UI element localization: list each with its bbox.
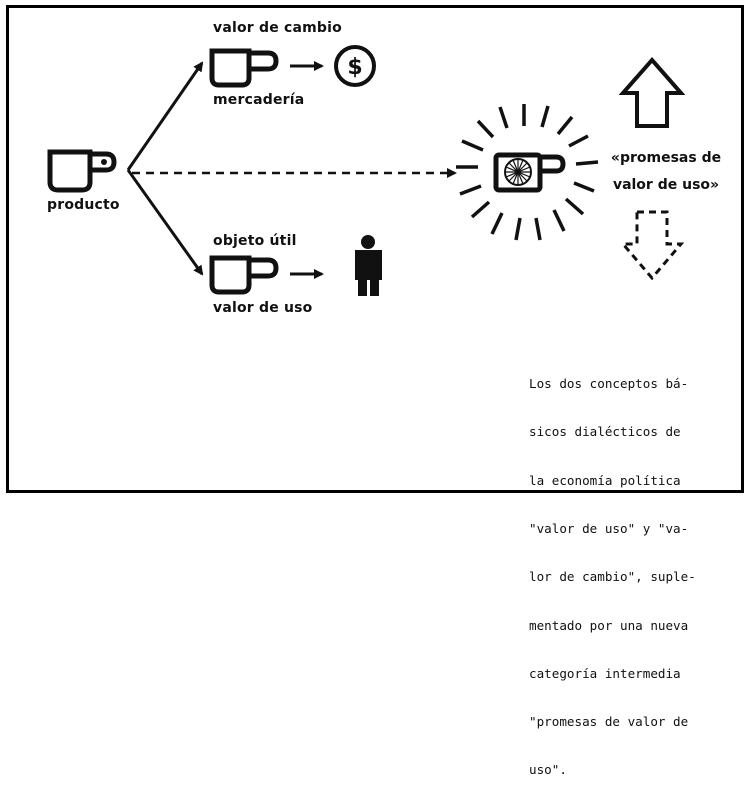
caption-line: la economía política [529, 472, 681, 488]
label-promises-line1: «promesas de [610, 150, 722, 166]
dashed-down-arrow-icon [619, 210, 685, 281]
product-cup-icon [47, 149, 117, 193]
caption-text: Los dos conceptos bá- sicos dialécticos … [529, 344, 744, 795]
label-exchange-value: valor de cambio [213, 20, 342, 36]
diagram-frame [6, 5, 744, 493]
caption-line: "promesas de valor de [529, 714, 689, 730]
caption-line: categoría intermedia [529, 665, 681, 681]
up-arrow-icon [618, 56, 686, 128]
caption-line: lor de cambio", suple- [529, 569, 696, 585]
caption-line: mentado por una nueva [529, 617, 689, 633]
radiant-cup-icon [456, 104, 599, 241]
person-icon [355, 235, 382, 296]
use-value-cup-icon [209, 255, 279, 295]
caption-line: Los dos conceptos bá- [529, 376, 689, 392]
caption-line: uso". [529, 762, 567, 778]
arrow-to-exchange [126, 61, 204, 171]
label-promises-line2: valor de uso» [612, 177, 720, 193]
label-merchandise: mercadería [213, 92, 305, 108]
arrow-to-use [126, 169, 204, 276]
diagram-canvas: $ [47, 45, 686, 296]
label-useful-object: objeto útil [213, 233, 297, 249]
caption-line: sicos dialécticos de [529, 424, 681, 440]
dollar-coin-icon: $ [334, 45, 376, 87]
caption-line: "valor de uso" y "va- [529, 521, 689, 537]
merchandise-cup-icon [209, 48, 279, 88]
svg-text:$: $ [347, 55, 362, 80]
label-use-value: valor de uso [213, 300, 313, 316]
label-product: producto [47, 197, 120, 213]
label-promises: «promesas de valor de uso» [601, 145, 731, 199]
